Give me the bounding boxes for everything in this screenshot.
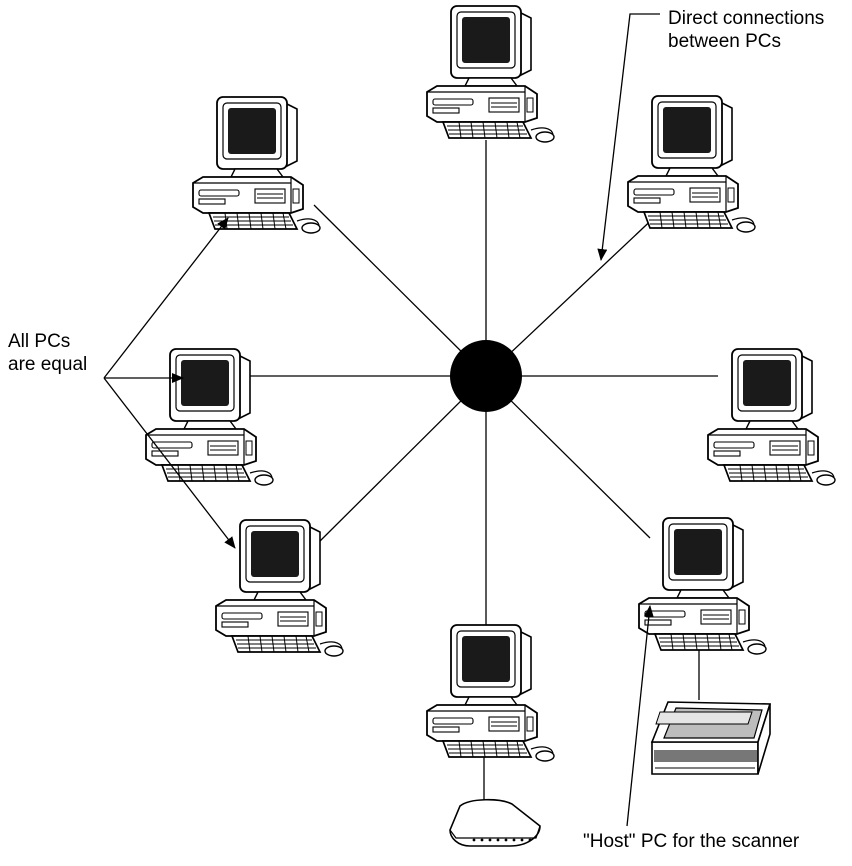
connection-lines: [243, 140, 718, 800]
label-all-pcs-equal: All PCs are equal: [8, 330, 87, 376]
edge-hub-pc-upper-right: [485, 211, 661, 377]
pc-lower-right-host: [638, 517, 767, 655]
modem: [449, 798, 541, 847]
pc-top: [426, 5, 555, 143]
pc-right: [707, 348, 836, 486]
callout-arrows: [103, 13, 660, 827]
hub-node: [450, 340, 522, 412]
pc-lower-left: [215, 519, 344, 657]
label-all-pcs-line2: are equal: [8, 354, 88, 375]
pc-bottom: [426, 624, 555, 762]
label-direct-line2: between PCs: [668, 31, 782, 52]
pc-upper-left: [192, 96, 321, 234]
arrow-host-pc: [626, 605, 654, 827]
edge-hub-pc-lower-left: [312, 375, 487, 549]
arrow-direct-connections: [597, 13, 660, 261]
label-host-pc: "Host" PC for the scanner: [583, 831, 800, 852]
pc-upper-right: [627, 95, 756, 233]
scanner: [650, 701, 772, 775]
edge-hub-pc-lower-right: [485, 375, 651, 539]
pc-left: [145, 348, 274, 486]
arrow-equal-to-lower-left: [103, 377, 236, 549]
label-direct-connections: Direct connections between PCs: [668, 7, 824, 53]
label-direct-line1: Direct connections: [668, 8, 825, 29]
arrow-equal-to-upper-left: [103, 217, 229, 379]
label-all-pcs-line1: All PCs: [8, 331, 71, 352]
edge-hub-pc-upper-left: [313, 204, 487, 377]
